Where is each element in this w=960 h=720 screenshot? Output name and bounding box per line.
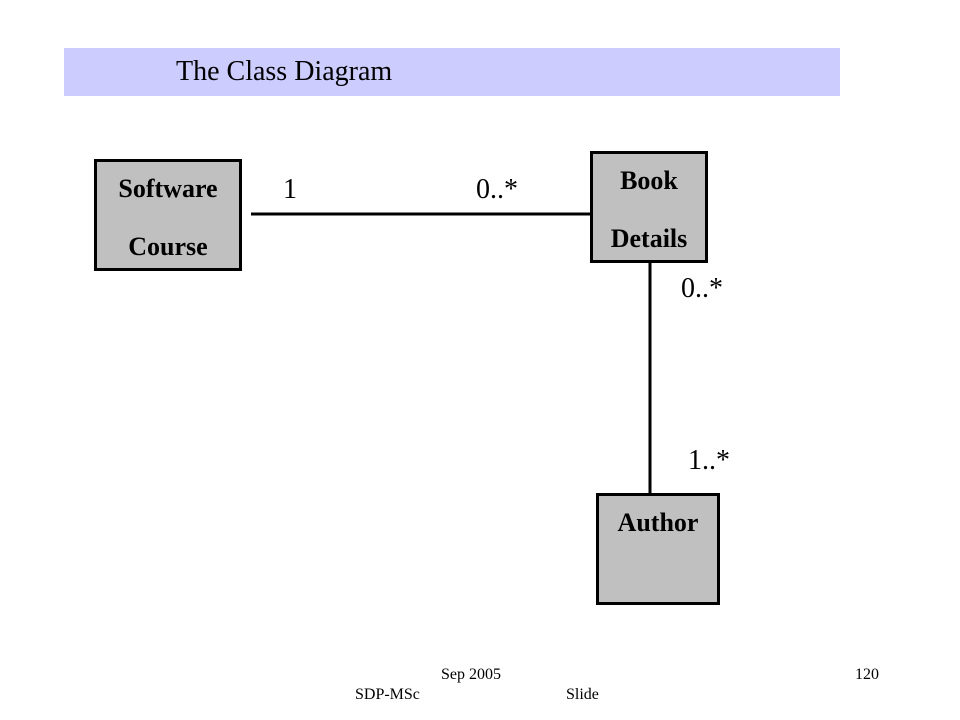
multiplicity-book-author-top: 0..* <box>681 273 723 304</box>
title-bar: The Class Diagram <box>64 48 840 96</box>
class-book-details[interactable]: Book Details <box>590 151 708 263</box>
multiplicity-course-end: 1 <box>283 174 297 205</box>
class-name-line: Details <box>610 224 688 253</box>
class-software-course[interactable]: Software Course <box>94 159 242 271</box>
class-author[interactable]: Author <box>596 493 720 605</box>
class-name-line: Software <box>118 174 218 203</box>
footer-course: SDP-MSc <box>355 686 420 703</box>
footer-date: Sep 2005 <box>441 666 501 683</box>
multiplicity-book-end: 0..* <box>476 174 518 205</box>
footer-slide-number: 120 <box>855 666 879 683</box>
multiplicity-author-end: 1..* <box>688 445 730 476</box>
class-name-line: Course <box>128 232 208 261</box>
class-name-line: Author <box>617 508 699 537</box>
class-name-line: Book <box>620 166 678 195</box>
slide-title: The Class Diagram <box>176 56 393 87</box>
footer-slide-label: Slide <box>566 686 599 703</box>
